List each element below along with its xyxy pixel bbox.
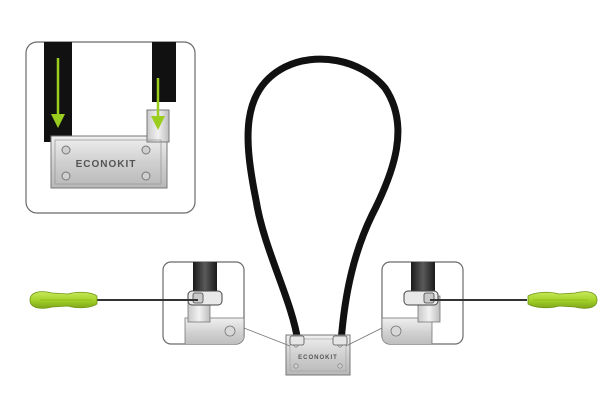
- leader-line-left: [243, 327, 291, 347]
- screwdriver-icon: [29, 291, 198, 309]
- detail-panel-left: [162, 261, 245, 345]
- pipe-right: [152, 42, 176, 102]
- clamp-icon: [289, 335, 348, 346]
- connector-bottom: ECONOKIT: [285, 334, 351, 376]
- cable-loop: [244, 55, 402, 346]
- brand-label-small: ECONOKIT: [298, 355, 338, 361]
- detail-panel-right: [381, 261, 464, 345]
- detail-panel-top-left: ECONOKIT: [25, 41, 196, 214]
- brand-label-large: ECONOKIT: [76, 159, 137, 170]
- clamp-icon: [403, 290, 439, 306]
- arrow-down-icon: [151, 78, 165, 130]
- arrow-down-icon: [51, 58, 65, 128]
- screwdriver-icon: [430, 291, 598, 309]
- clamp-icon: [187, 290, 223, 306]
- leader-line-right: [345, 327, 383, 347]
